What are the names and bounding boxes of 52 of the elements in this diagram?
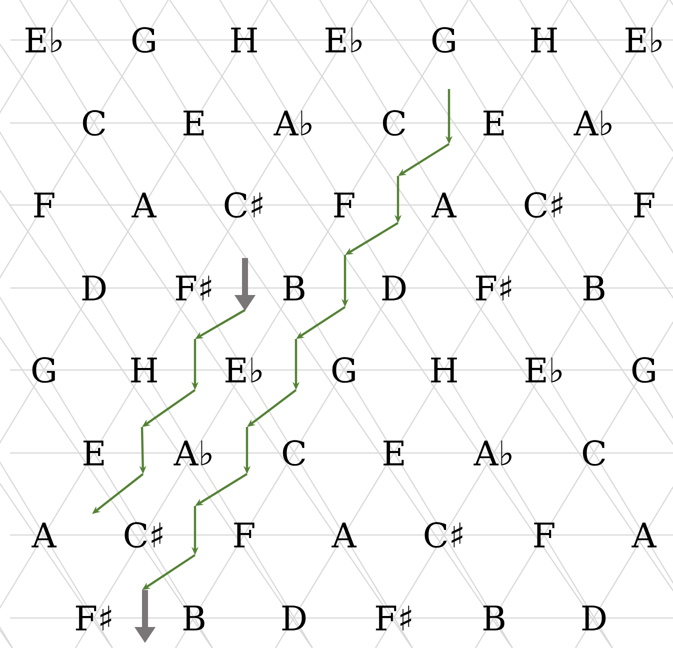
note-name: F — [534, 522, 554, 548]
note-name: H — [231, 28, 257, 52]
note-name: F♯ — [76, 606, 112, 630]
note-name: A — [332, 522, 357, 548]
note-name: E — [84, 440, 104, 466]
note-name: F — [234, 522, 254, 548]
note-name: G — [32, 357, 55, 383]
note-name: A — [432, 192, 457, 218]
note-name: E♭ — [226, 358, 262, 382]
note-name: C — [82, 110, 105, 136]
note-name: C — [582, 440, 605, 466]
note-name: D — [82, 276, 106, 300]
note-name: A — [632, 522, 657, 548]
note-name: B — [283, 276, 304, 300]
note-name: E — [184, 110, 204, 136]
note-name: A♭ — [274, 110, 312, 136]
note-name: F — [634, 192, 654, 218]
note-name: A♭ — [574, 110, 612, 136]
note-name: B — [483, 606, 504, 630]
note-name: H — [131, 358, 157, 382]
note-name: C♯ — [224, 192, 262, 218]
note-name: E — [484, 110, 504, 136]
note-name: C — [382, 110, 405, 136]
note-name: C♯ — [424, 522, 462, 548]
note-name: C♯ — [524, 192, 562, 218]
note-name: C — [282, 440, 305, 466]
note-name: F♯ — [476, 276, 512, 300]
note-name: B — [583, 276, 604, 300]
note-name: G — [432, 27, 455, 53]
note-name: D — [282, 606, 306, 630]
note-name: A♭ — [174, 440, 212, 466]
note-name: G — [332, 357, 355, 383]
note-name: F — [34, 192, 54, 218]
note-name: E♭ — [326, 28, 362, 52]
note-name: D — [582, 606, 606, 630]
note-name: D — [382, 276, 406, 300]
note-name: E♭ — [626, 28, 662, 52]
note-name: G — [632, 357, 655, 383]
note-name: H — [531, 28, 557, 52]
note-name: B — [183, 606, 204, 630]
note-name: G — [132, 27, 155, 53]
note-name: A — [132, 192, 157, 218]
note-name: E♭ — [26, 28, 62, 52]
note-name: E♭ — [526, 358, 562, 382]
note-name: H — [431, 358, 457, 382]
note-name: E — [384, 440, 404, 466]
note-name: F♯ — [376, 606, 412, 630]
note-name: F♯ — [176, 276, 212, 300]
note-name: A♭ — [474, 440, 512, 466]
note-name: F — [334, 192, 354, 218]
note-name: C♯ — [124, 522, 162, 548]
note-name: A — [32, 522, 57, 548]
